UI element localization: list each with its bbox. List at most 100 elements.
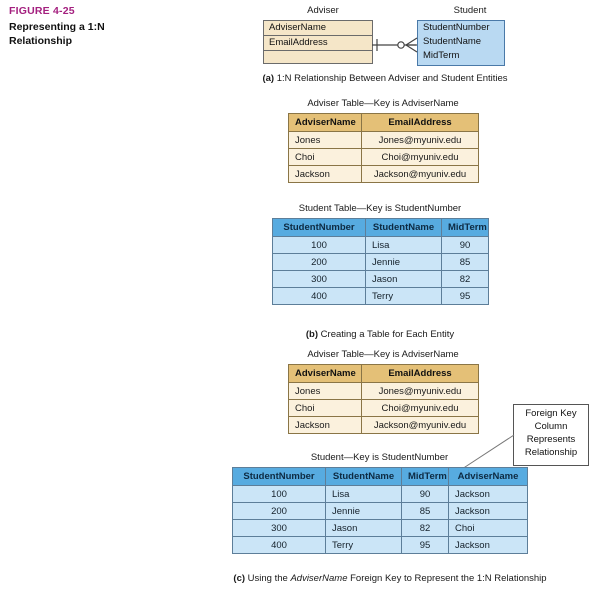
table-row: Jones Jones@myuniv.edu — [288, 131, 479, 149]
cell-midterm: 82 — [441, 270, 489, 288]
table-header-row: StudentNumber StudentName MidTerm Advise… — [232, 467, 528, 486]
table-row: 400 Terry 95 Jackson — [232, 536, 528, 554]
col-header-midterm: MidTerm — [441, 218, 489, 237]
cell-advisername-fk: Jackson — [448, 485, 528, 503]
cell-midterm: 90 — [401, 485, 449, 503]
cell-studentnumber: 200 — [272, 253, 366, 271]
cell-studentname: Jennie — [365, 253, 442, 271]
table-row: 300 Jason 82 — [272, 270, 489, 288]
col-header-advisername: AdviserName — [288, 113, 362, 132]
cell-advisername: Jackson — [288, 165, 362, 183]
col-header-midterm: MidTerm — [401, 467, 449, 486]
table-title-student-c: Student—Key is StudentNumber — [310, 452, 449, 463]
caption-a-letter: (a) — [262, 73, 275, 84]
col-header-emailaddress: EmailAddress — [361, 364, 479, 383]
entity-attr-adviser-0: AdviserName — [264, 21, 372, 36]
student-table-c: StudentNumber StudentName MidTerm Advise… — [232, 467, 528, 554]
col-header-studentname: StudentName — [325, 467, 402, 486]
col-header-studentnumber: StudentNumber — [232, 467, 326, 486]
table-row: 400 Terry 95 — [272, 287, 489, 305]
cell-advisername: Jackson — [288, 416, 362, 434]
cell-studentname: Terry — [365, 287, 442, 305]
table-title-adviser-c: Adviser Table—Key is AdviserName — [307, 349, 459, 360]
cell-advisername: Jones — [288, 131, 362, 149]
callout-line-3: Represents — [526, 434, 576, 445]
cell-studentname: Jason — [325, 519, 402, 537]
adviser-table-b: AdviserName EmailAddress Jones Jones@myu… — [288, 113, 479, 183]
table-row: 200 Jennie 85 Jackson — [232, 502, 528, 520]
figure-number: FIGURE 4-25 — [9, 5, 75, 17]
cell-midterm: 90 — [441, 236, 489, 254]
table-row: Choi Choi@myuniv.edu — [288, 399, 479, 417]
cell-midterm: 85 — [401, 502, 449, 520]
table-row: Jackson Jackson@myuniv.edu — [288, 165, 479, 183]
caption-b: (b) Creating a Table for Each Entity — [230, 329, 530, 340]
table-row: Choi Choi@myuniv.edu — [288, 148, 479, 166]
caption-a-text: 1:N Relationship Between Adviser and Stu… — [276, 73, 508, 84]
cell-studentname: Terry — [325, 536, 402, 554]
table-title-adviser-b: Adviser Table—Key is AdviserName — [307, 98, 459, 109]
table-row: 300 Jason 82 Choi — [232, 519, 528, 537]
adviser-table-c: AdviserName EmailAddress Jones Jones@myu… — [288, 364, 479, 434]
relationship-connector — [372, 37, 418, 53]
entity-label-student: Student — [453, 5, 487, 16]
figure-title-line1: Representing a 1:N — [9, 21, 105, 33]
cell-midterm: 95 — [401, 536, 449, 554]
cell-studentname: Lisa — [325, 485, 402, 503]
entity-attr-student-2: MidTerm — [423, 50, 460, 61]
cell-advisername-fk: Jackson — [448, 536, 528, 554]
foreign-key-callout: Foreign Key Column Represents Relationsh… — [513, 404, 589, 466]
cell-advisername: Jones — [288, 382, 362, 400]
student-table-b: StudentNumber StudentName MidTerm 100 Li… — [272, 218, 489, 305]
table-row: 100 Lisa 90 Jackson — [232, 485, 528, 503]
cell-advisername: Choi — [288, 399, 362, 417]
cell-midterm: 82 — [401, 519, 449, 537]
entity-box-adviser: AdviserName EmailAddress — [263, 20, 373, 64]
caption-c-prefix: Using the — [247, 573, 291, 584]
col-header-emailaddress: EmailAddress — [361, 113, 479, 132]
cell-emailaddress: Jones@myuniv.edu — [361, 131, 479, 149]
cell-advisername-fk: Choi — [448, 519, 528, 537]
table-header-row: AdviserName EmailAddress — [288, 113, 479, 132]
col-header-advisername: AdviserName — [288, 364, 362, 383]
col-header-studentnumber: StudentNumber — [272, 218, 366, 237]
figure-title: Representing a 1:N Relationship — [9, 21, 159, 48]
callout-leader-line — [461, 434, 515, 470]
cell-studentnumber: 100 — [272, 236, 366, 254]
col-header-advisername-fk: AdviserName — [448, 467, 528, 486]
cell-midterm: 95 — [441, 287, 489, 305]
entity-attr-adviser-1: EmailAddress — [264, 36, 372, 51]
cell-studentname: Lisa — [365, 236, 442, 254]
caption-c-letter: (c) — [233, 573, 246, 584]
entity-label-adviser: Adviser — [307, 5, 339, 16]
cell-studentname: Jennie — [325, 502, 402, 520]
callout-line-1: Foreign Key — [525, 408, 577, 419]
cell-emailaddress: Jackson@myuniv.edu — [361, 416, 479, 434]
cell-emailaddress: Choi@myuniv.edu — [361, 148, 479, 166]
entity-box-student: StudentNumber StudentName MidTerm — [417, 20, 505, 66]
callout-line-2: Column — [534, 421, 568, 432]
col-header-studentname: StudentName — [365, 218, 442, 237]
entity-attr-student-1: StudentName — [423, 36, 482, 47]
cell-advisername: Choi — [288, 148, 362, 166]
table-header-row: StudentNumber StudentName MidTerm — [272, 218, 489, 237]
cell-studentnumber: 300 — [232, 519, 326, 537]
table-row: 200 Jennie 85 — [272, 253, 489, 271]
cell-studentnumber: 200 — [232, 502, 326, 520]
cell-studentnumber: 300 — [272, 270, 366, 288]
caption-b-letter: (b) — [305, 329, 319, 340]
table-row: Jackson Jackson@myuniv.edu — [288, 416, 479, 434]
caption-c-italic: AdviserName — [290, 573, 348, 584]
optional-cardinality-circle — [397, 41, 405, 49]
cell-midterm: 85 — [441, 253, 489, 271]
caption-b-text: Creating a Table for Each Entity — [320, 329, 455, 340]
figure-title-line2: Relationship — [9, 34, 73, 47]
cell-emailaddress: Jackson@myuniv.edu — [361, 165, 479, 183]
caption-c: (c) Using the AdviserName Foreign Key to… — [180, 573, 600, 584]
cell-advisername-fk: Jackson — [448, 502, 528, 520]
caption-c-suffix: Foreign Key to Represent the 1:N Relatio… — [347, 573, 547, 584]
table-title-student-b: Student Table—Key is StudentNumber — [298, 203, 462, 214]
entity-attr-student-0: StudentNumber — [423, 22, 490, 33]
cell-studentnumber: 100 — [232, 485, 326, 503]
